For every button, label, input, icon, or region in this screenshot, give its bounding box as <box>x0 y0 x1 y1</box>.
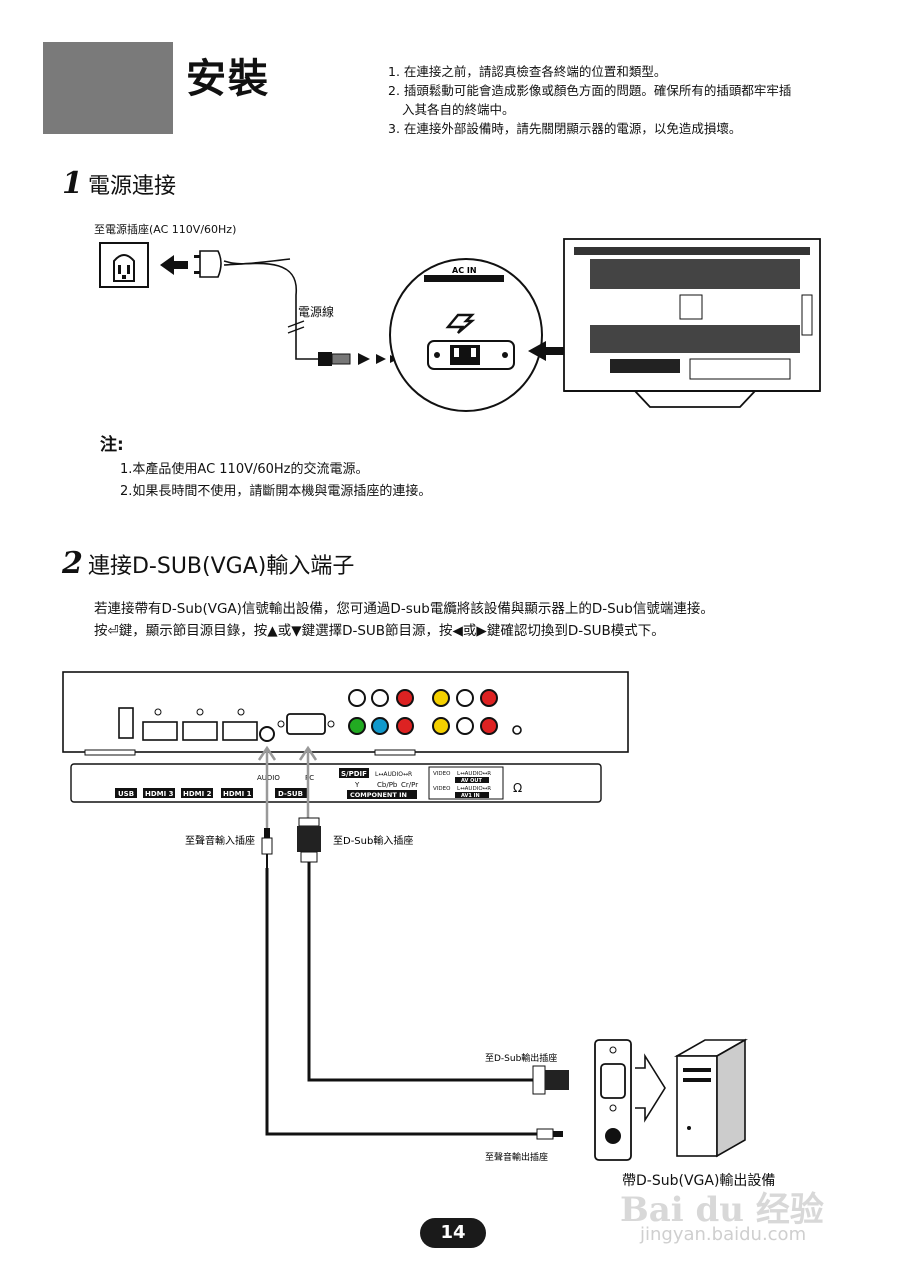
outlet-label: 至電源插座(AC 110V/60Hz) <box>94 223 237 236</box>
rca-jacks <box>348 689 522 735</box>
section2-heading: 2 連接D-SUB(VGA)輸入端子 <box>62 546 354 581</box>
watermark-url: jingyan.baidu.com <box>640 1224 807 1245</box>
device-label: 帶D-Sub(VGA)輸出設備 <box>622 1173 776 1189</box>
ac-in-label: AC IN <box>452 266 477 275</box>
device-arrow-icon <box>635 1053 666 1123</box>
power-note-1: 1.本產品使用AC 110V/60Hz的交流電源。 <box>120 462 369 477</box>
power-cable-label: 電源線 <box>298 305 335 319</box>
video-out-label: VIDEO <box>433 771 451 777</box>
cable-connector-icon <box>318 352 351 366</box>
hdmi-ports <box>142 708 258 741</box>
power-diagram: AC IN <box>99 238 821 412</box>
vga-port-icon <box>277 713 335 735</box>
audio-cable <box>265 868 537 1136</box>
wall-outlet-icon <box>99 242 149 288</box>
section1-heading: 1 電源連接 <box>62 166 176 201</box>
spdif-label: S/PDIF <box>341 770 367 778</box>
audio-plug-icon <box>261 828 273 868</box>
power-cable <box>223 262 320 360</box>
ac-in-closeup <box>389 258 543 412</box>
header-notes: 1. 在連接之前，請認真檢查各終端的位置和類型。 2. 插頭鬆動可能會造成影像或… <box>388 62 858 138</box>
headphone-icon: Ω <box>513 781 522 795</box>
audio-port-label: AUDIO <box>257 774 280 782</box>
vga-plug-icon <box>297 817 321 863</box>
note-line-4: 3. 在連接外部設備時，請先關閉顯示器的電源，以免造成損壞。 <box>388 121 742 136</box>
audio-jack-icon <box>259 726 275 742</box>
connection-arrows <box>257 745 318 828</box>
section1-number: 1 <box>62 166 83 201</box>
dsub-in-label: 至D-Sub輸入插座 <box>333 834 413 847</box>
note-line-2: 2. 插頭鬆動可能會造成影像或顏色方面的問題。確保所有的插頭都牢牢插 <box>388 83 792 98</box>
page-title: 安裝 <box>186 56 270 102</box>
cb-label: Cb/Pb <box>377 781 398 789</box>
usb-label: USB <box>118 790 134 798</box>
left-arrow-icon <box>160 255 188 275</box>
section2-line-1: 若連接帶有D-Sub(VGA)信號輸出設備，您可通過D-sub電纜將該設備與顯示… <box>94 601 714 617</box>
av-out-audio-label: L↔AUDIO↔R <box>457 771 491 777</box>
audio-in-label: 至聲音輸入插座 <box>185 834 255 847</box>
hdmi1-label: HDMI 1 <box>223 790 252 798</box>
power-note-2: 2.如果長時間不使用，請斷開本機與電源插座的連接。 <box>120 484 432 499</box>
section2-title: 連接D-SUB(VGA)輸入端子 <box>87 554 355 579</box>
note-line-1: 1. 在連接之前，請認真檢查各終端的位置和類型。 <box>388 64 667 79</box>
section2-body: 若連接帶有D-Sub(VGA)信號輸出設備，您可通過D-sub電纜將該設備與顯示… <box>94 598 714 642</box>
component-audio-label: L↔AUDIO↔R <box>375 771 412 778</box>
dsub-cable <box>307 862 533 1082</box>
device-port-panel <box>594 1039 632 1161</box>
page-number: 14 <box>420 1218 486 1248</box>
tv-back-panel <box>563 238 821 408</box>
device-audio-plug-icon <box>536 1128 563 1140</box>
section2-number: 2 <box>62 546 83 581</box>
header-block <box>43 42 173 134</box>
hdmi3-label: HDMI 3 <box>145 790 174 798</box>
note-heading: 注: <box>100 435 124 455</box>
y-label: Y <box>354 781 360 789</box>
section2-line-2: 按⏎鍵，顯示節目源目錄，按▲或▼鍵選擇D-SUB節目源，按◀或▶鍵確認切換到D-… <box>94 623 665 639</box>
pc-tower-icon <box>673 1038 749 1158</box>
hdmi2-label: HDMI 2 <box>183 790 212 798</box>
device-vga-plug-icon <box>532 1065 569 1095</box>
section1-title: 電源連接 <box>87 174 176 199</box>
usb-port-icon <box>118 707 134 739</box>
note-line-3: 入其各自的終端中。 <box>402 102 515 117</box>
av-out-label: AV OUT <box>461 778 482 784</box>
cr-label: Cr/Pr <box>401 781 418 789</box>
audio-out-label: 至聲音輸出插座 <box>485 1151 548 1163</box>
dsub-port-label: D-SUB <box>278 790 303 798</box>
av1-in-label: AV1 IN <box>461 793 480 799</box>
component-in-label: COMPONENT IN <box>350 791 407 799</box>
av1-in-audio-label: L↔AUDIO↔R <box>457 786 491 792</box>
dsub-diagram: USB HDMI 3 HDMI 2 HDMI 1 AUDIO PC D-SUB … <box>62 671 749 1163</box>
video-in-label: VIDEO <box>433 786 451 792</box>
watermark-logo: Bai du 经验 <box>620 1190 824 1230</box>
pc-port-label: PC <box>305 774 314 782</box>
dsub-out-label: 至D-Sub輸出插座 <box>485 1052 557 1064</box>
